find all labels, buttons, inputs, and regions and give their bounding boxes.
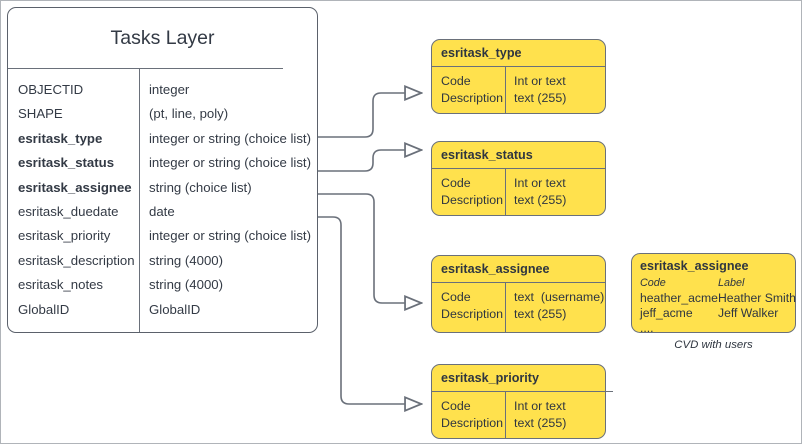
- cvd-sample-box: esritask_assignee Code Label heather_acm…: [631, 253, 796, 335]
- field-list: OBJECTID integer SHAPE (pt, line, poly) …: [8, 82, 317, 326]
- field-name: esritask_assignee: [18, 179, 132, 195]
- cvd-header-code: Code: [640, 277, 666, 289]
- connector-priority: [318, 216, 422, 404]
- cvd-caption: CVD with users: [674, 339, 753, 351]
- field-name: SHAPE: [18, 106, 63, 122]
- domain-title: esritask_status: [441, 148, 533, 162]
- domain-left-column: Code Description: [441, 399, 503, 430]
- domain-left-column: Code Description: [441, 290, 503, 321]
- domain-box-esritask-status: esritask_status Code Description Int or …: [431, 141, 606, 216]
- field-type: (pt, line, poly): [149, 106, 229, 122]
- column-divider: [139, 68, 140, 332]
- domain-right-column: text (username) text (255): [514, 290, 605, 321]
- connector-type: [318, 93, 422, 138]
- field-name: esritask_duedate: [18, 203, 119, 219]
- domain-title-divider: [432, 66, 605, 67]
- field-type: integer: [149, 82, 190, 97]
- cvd-header-label: Label: [718, 277, 745, 289]
- page-title: Tasks Layer: [110, 27, 215, 49]
- table-row: SHAPE (pt, line, poly): [8, 106, 317, 130]
- field-name: esritask_description: [18, 252, 135, 268]
- cvd-code: jeff_acme: [640, 306, 693, 320]
- header-divider: [8, 68, 283, 69]
- field-type: GlobalID: [149, 301, 201, 317]
- table-row: esritask_type integer or string (choice …: [8, 131, 317, 155]
- domain-title-divider: [432, 282, 605, 283]
- table-row: esritask_priority integer or string (cho…: [8, 228, 317, 252]
- field-name: esritask_status: [18, 155, 115, 171]
- domain-right-column: Int or text text (255): [514, 399, 567, 430]
- cvd-label: Heather Smith: [718, 291, 796, 305]
- connector-assignee: [318, 193, 422, 303]
- domain-box-esritask-assignee: esritask_assignee Code Description text …: [431, 255, 606, 333]
- field-name: esritask_priority: [18, 228, 111, 244]
- domain-box-esritask-type: esritask_type Code Description Int or te…: [431, 39, 606, 114]
- field-type: date: [149, 203, 175, 219]
- domain-column-divider: [505, 66, 506, 113]
- table-row: esritask_status integer or string (choic…: [8, 155, 317, 179]
- domain-column-divider: [505, 391, 506, 438]
- table-row: esritask_duedate date: [8, 204, 317, 228]
- field-name: GlobalID: [18, 301, 70, 317]
- table-row: GlobalID GlobalID: [8, 302, 317, 326]
- field-type: string (4000): [149, 277, 224, 293]
- domain-column-divider: [505, 282, 506, 332]
- connector-status: [318, 150, 422, 172]
- domain-title-divider: [432, 391, 613, 392]
- domain-left-column: Code Description: [441, 74, 503, 105]
- field-name: esritask_notes: [18, 277, 104, 293]
- entity-tasks-layer: Tasks Layer OBJECTID integer SHAPE (pt, …: [7, 7, 318, 333]
- domain-box-esritask-priority: esritask_priority Code Description Int o…: [431, 364, 613, 439]
- domain-right-column: Int or text text (255): [514, 176, 567, 207]
- cvd-label: Jeff Walker: [718, 306, 779, 320]
- table-row: esritask_description string (4000): [8, 253, 317, 277]
- field-type: integer or string (choice list): [149, 228, 311, 244]
- domain-right-column: Int or text text (255): [514, 74, 567, 105]
- domain-title: esritask_assignee: [441, 262, 550, 276]
- cvd-more-indicator: ....: [640, 321, 654, 335]
- domain-title: esritask_priority: [441, 371, 540, 385]
- table-row: OBJECTID integer: [8, 82, 317, 106]
- table-row: esritask_assignee string (choice list): [8, 180, 317, 204]
- cvd-title: esritask_assignee: [640, 259, 749, 273]
- field-type: string (4000): [149, 252, 224, 268]
- field-type: string (choice list): [149, 179, 252, 195]
- field-type: integer or string (choice list): [149, 130, 311, 146]
- domain-left-column: Code Description: [441, 176, 503, 207]
- field-name: OBJECTID: [18, 82, 84, 97]
- field-type: integer or string (choice list): [149, 155, 311, 171]
- domain-column-divider: [505, 168, 506, 215]
- domain-title-divider: [432, 168, 605, 169]
- domain-title: esritask_type: [441, 46, 522, 60]
- table-row: esritask_notes string (4000): [8, 277, 317, 301]
- field-name: esritask_type: [18, 130, 103, 146]
- cvd-code: heather_acme: [640, 291, 718, 305]
